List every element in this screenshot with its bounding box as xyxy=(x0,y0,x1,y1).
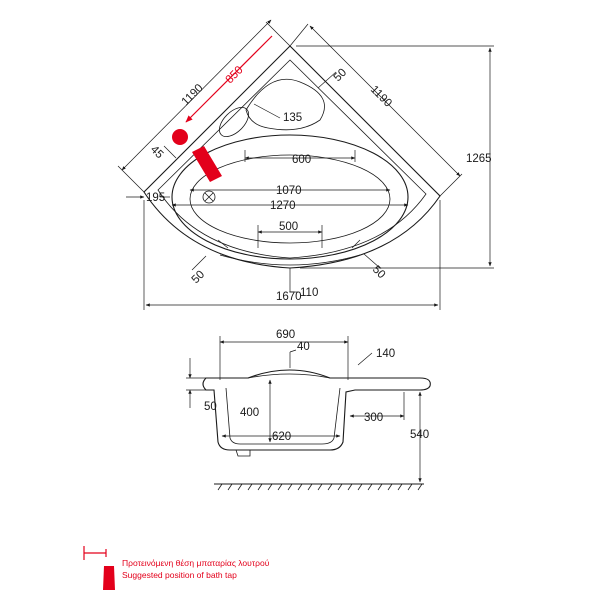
dim-195: 195 xyxy=(146,192,165,204)
dim-620: 620 xyxy=(272,431,291,443)
dim-110: 110 xyxy=(300,287,318,299)
front-edge-hump xyxy=(219,254,361,266)
dim-50-top: 50 xyxy=(332,67,350,85)
dim-600: 600 xyxy=(292,154,311,166)
dim-300: 300 xyxy=(364,412,383,424)
dim-50-rim: 50 xyxy=(204,401,217,413)
dim-1270: 1270 xyxy=(270,200,296,212)
section-view: 690 40 140 50 400 300 620 540 xyxy=(186,329,431,491)
dim-1265: 1265 xyxy=(466,153,492,165)
dim-500: 500 xyxy=(279,221,298,233)
basin-inner xyxy=(189,154,391,244)
legend-label-english: Suggested position of bath tap xyxy=(122,570,237,580)
dim-1070: 1070 xyxy=(276,185,302,197)
top-view: 1190 1190 850 50 135 45 600 195 1070 xyxy=(117,19,494,310)
dim-1190-left: 1190 xyxy=(180,82,206,108)
tub-outline xyxy=(143,45,441,269)
tap-position-dot xyxy=(172,129,188,145)
tap-legend-icon xyxy=(103,566,115,590)
legend-label-greek: Προτεινόμενη θέση μπαταρίας λουτρού xyxy=(122,558,270,568)
dim-140: 140 xyxy=(376,348,395,360)
tub-rim xyxy=(157,59,427,259)
dim-45: 45 xyxy=(148,144,166,162)
legend: Προτεινόμενη θέση μπαταρίας λουτρού Sugg… xyxy=(83,546,270,590)
basin-outer xyxy=(171,134,409,260)
tap-spout-icon xyxy=(192,146,222,182)
dim-40: 40 xyxy=(297,341,310,353)
section-profile xyxy=(202,369,431,451)
dim-850-tap-distance: 850 xyxy=(224,64,246,86)
dim-1670: 1670 xyxy=(276,291,302,303)
dim-690: 690 xyxy=(276,329,295,341)
headrest-oval xyxy=(219,107,249,137)
dim-135: 135 xyxy=(283,112,302,124)
dim-50-right: 50 xyxy=(370,264,388,282)
dim-400: 400 xyxy=(240,407,259,419)
dim-50-left: 50 xyxy=(190,269,208,287)
dim-540: 540 xyxy=(410,429,429,441)
